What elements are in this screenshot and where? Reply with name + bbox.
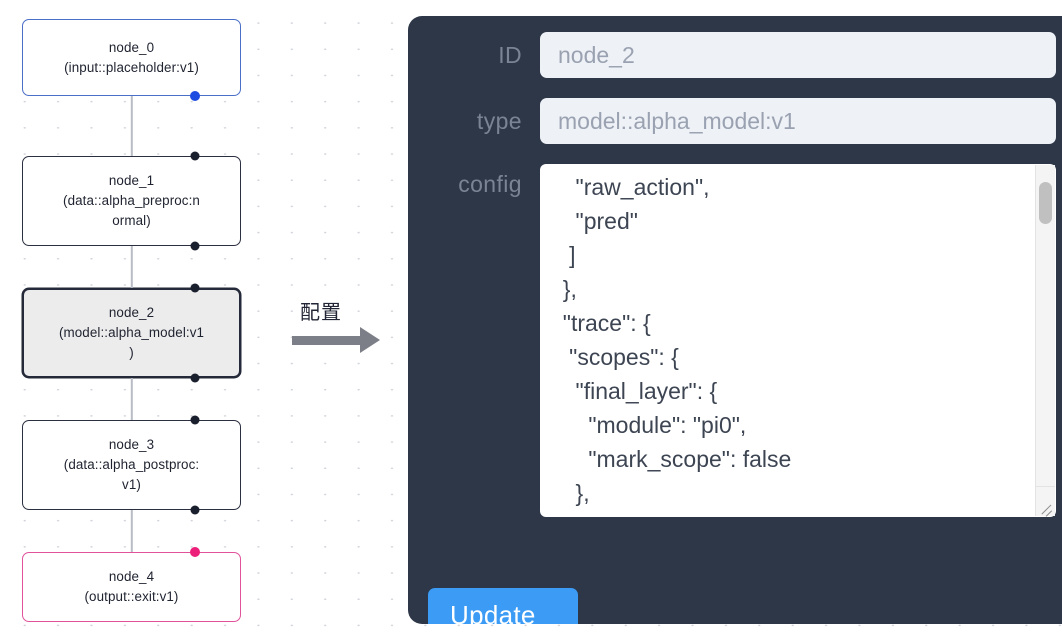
- config-scrollbar-thumb[interactable]: [1039, 182, 1052, 224]
- type-input[interactable]: [540, 98, 1056, 144]
- config-scrollbar[interactable]: [1035, 165, 1055, 487]
- node-name-label: node_1: [108, 173, 155, 188]
- node-handle-source-node_1[interactable]: [190, 241, 200, 251]
- node-name-label: node_2: [108, 305, 155, 320]
- edge-node2-node3: [130, 378, 133, 420]
- config-textarea-wrapper: "raw_action", "pred" ] }, "trace": { "sc…: [540, 164, 1056, 517]
- right-arrow-head-icon: [360, 327, 380, 353]
- node-handle-target-node_3[interactable]: [190, 415, 200, 425]
- node-type-label-line2: ): [129, 345, 134, 360]
- node-handle-target-node_4[interactable]: [190, 547, 200, 557]
- edge-node1-node2: [130, 246, 133, 288]
- field-row-config: config "raw_action", "pred" ] }, "trace"…: [422, 164, 1056, 517]
- config-textarea[interactable]: "raw_action", "pred" ] }, "trace": { "sc…: [540, 164, 1056, 517]
- node-type-label-line1: (model::alpha_model:v1: [58, 325, 205, 340]
- right-arrow-icon: [292, 336, 362, 345]
- node-type-label-line1: (data::alpha_preproc:n: [63, 193, 200, 208]
- graph-node-node_4[interactable]: node_4 (output::exit:v1): [22, 552, 241, 622]
- graph-node-node_0[interactable]: node_0 (input::placeholder:v1): [22, 19, 241, 96]
- field-row-id: ID: [422, 32, 1056, 78]
- config-resize-handle-icon[interactable]: [1035, 486, 1055, 516]
- graph-node-node_2[interactable]: node_2 (model::alpha_model:v1 ): [22, 288, 241, 378]
- node-handle-target-node_1[interactable]: [190, 151, 200, 161]
- node-handle-target-node_2[interactable]: [190, 283, 200, 293]
- node-handle-source-node_3[interactable]: [190, 505, 200, 515]
- node-type-label-line2: ormal): [112, 213, 151, 228]
- type-field-label: type: [476, 108, 522, 134]
- node-name-label: node_4: [108, 569, 155, 584]
- node-type-label: (output::exit:v1): [84, 589, 179, 604]
- id-field-label: ID: [498, 42, 522, 68]
- annotation-label: 配置: [300, 300, 342, 324]
- node-name-label: node_3: [108, 437, 155, 452]
- node-type-label-line2: v1): [122, 477, 141, 492]
- graph-node-node_3[interactable]: node_3 (data::alpha_postproc: v1): [22, 420, 241, 510]
- graph-node-node_1[interactable]: node_1 (data::alpha_preproc:n ormal): [22, 156, 241, 246]
- node-type-label: (input::placeholder:v1): [64, 59, 199, 75]
- config-field-label: config: [458, 171, 522, 197]
- node-handle-source-node_2[interactable]: [190, 373, 200, 383]
- field-row-type: type: [422, 98, 1056, 144]
- update-button[interactable]: Update: [428, 588, 578, 624]
- annotation-arrow-group: 配置: [292, 296, 392, 358]
- node-handle-source-node_0[interactable]: [190, 91, 200, 101]
- edge-node0-node1: [130, 96, 133, 156]
- node-type-label-line1: (data::alpha_postproc:: [63, 457, 200, 472]
- id-input[interactable]: [540, 32, 1056, 78]
- node-name-label: node_0: [108, 39, 155, 55]
- node-graph-canvas[interactable]: node_0 (input::placeholder:v1) node_1 (d…: [0, 0, 390, 643]
- edge-node3-node4: [130, 510, 133, 552]
- node-inspector-panel: ID type config "raw_action", "pred" ] },…: [408, 16, 1062, 624]
